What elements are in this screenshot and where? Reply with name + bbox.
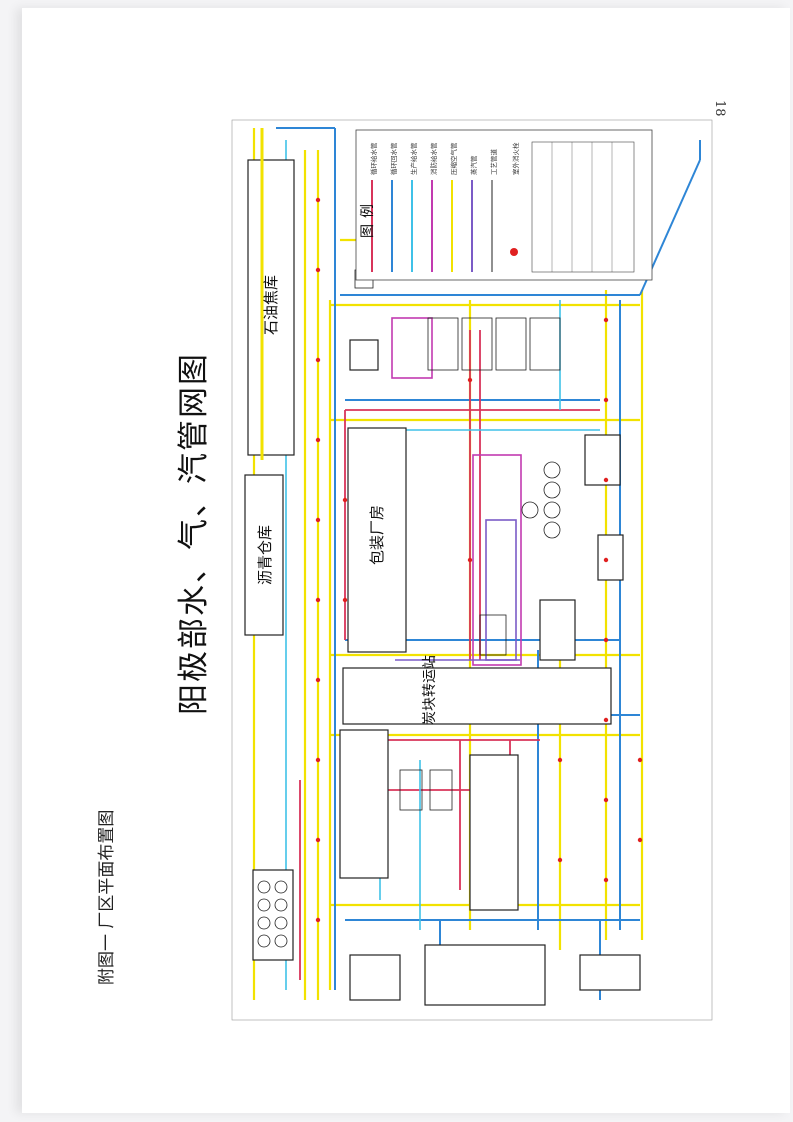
oil-coke-shed-label: 石油焦库 xyxy=(262,275,280,335)
pitch-warehouse-outline xyxy=(244,474,284,636)
legend-item: 蒸汽管 xyxy=(469,155,478,175)
legend-item-labels: 循环给水管 循环回水管 生产给水管 消防给水管 压缩空气管 蒸汽管 工艺管道 室… xyxy=(369,142,520,175)
drawing-frame xyxy=(231,119,713,1021)
packing-plant-label: 包装厂房 xyxy=(368,505,386,565)
legend-item: 工艺管道 xyxy=(489,149,498,176)
legend-item: 循环给水管 xyxy=(369,142,378,175)
figure-caption: 附图一 厂区平面布置图 xyxy=(97,809,117,985)
legend-item: 室外消火栓 xyxy=(511,142,520,175)
drawing-title: 阳极部水、气、汽管网图 xyxy=(176,352,212,715)
carbon-transfer-station-label: 炭块转运站 xyxy=(422,655,438,725)
legend-item: 生产给水管 xyxy=(409,142,418,175)
buildings xyxy=(244,159,641,1006)
process-pipes xyxy=(391,317,522,666)
legend-item: 循环回水管 xyxy=(389,142,398,175)
legend-box xyxy=(355,129,653,281)
carbon-transfer-station-outline xyxy=(342,667,612,725)
page-number: 18 xyxy=(712,100,727,117)
oil-coke-shed-outline xyxy=(247,159,295,456)
pitch-warehouse-label: 沥青仓库 xyxy=(256,525,274,585)
legend-item: 压缩空气管 xyxy=(449,142,458,175)
legend-item: 消防给水管 xyxy=(429,142,438,175)
legend-title: 图例 xyxy=(360,198,376,238)
packing-plant-outline xyxy=(347,427,407,653)
hydrant-markers xyxy=(315,197,643,923)
